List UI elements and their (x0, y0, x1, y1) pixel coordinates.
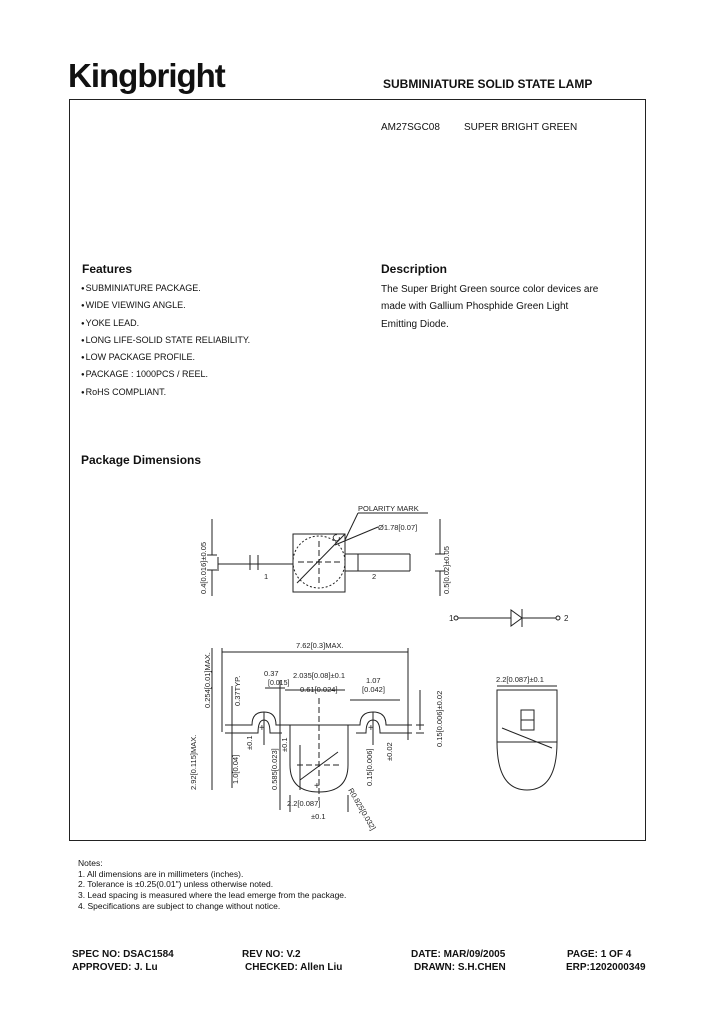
dim-061-label: 0.61[0.024] (300, 685, 338, 694)
page-number: PAGE: 1 OF 4 (567, 949, 632, 960)
document-title: SUBMINIATURE SOLID STATE LAMP (383, 77, 593, 91)
dim-292-label: 2.92[0.115]MAX. (189, 735, 198, 790)
list-item: LOW PACKAGE PROFILE. (81, 352, 250, 369)
list-item: SUBMINIATURE PACKAGE. (81, 283, 250, 300)
dim-pm002-label: ±0.02 (385, 742, 394, 761)
polarity-mark-label: POLARITY MARK (358, 504, 419, 513)
drawn-by: DRAWN: S.H.CHEN (414, 962, 506, 973)
note-item: 4. Specifications are subject to change … (78, 900, 281, 911)
dim-015-right-label: 0.15[0.006]±0.02 (435, 691, 444, 747)
revision-number: REV NO: V.2 (242, 949, 301, 960)
symbol-pin-2-label: 2 (564, 614, 569, 623)
part-number: AM27SGC08 (381, 122, 440, 133)
notes-heading: Notes: (78, 858, 103, 868)
description-line: made with Gallium Phosphide Green Light (381, 301, 569, 313)
pin-2-label: 2 (372, 572, 376, 581)
content-frame (69, 99, 646, 841)
dim-037typ-label: 0.37TYP. (233, 676, 242, 706)
approved-by: APPROVED: J. Lu (72, 962, 158, 973)
features-heading: Features (82, 262, 133, 276)
package-heading: Package Dimensions (81, 453, 202, 467)
svg-text:+: + (368, 723, 374, 734)
svg-text:+: + (314, 781, 320, 792)
brand-logo: Kingbright (68, 57, 226, 94)
dim-037-label: 0.37 (264, 669, 279, 678)
erp-number: ERP:1202000349 (566, 962, 646, 973)
notes-block: Notes: 1. All dimensions are in millimet… (78, 858, 346, 912)
dim-22-bottom-label: 2.2[0.087] (287, 799, 320, 808)
note-item: 2. Tolerance is ±0.25(0.01") unless othe… (78, 879, 274, 890)
features-list: SUBMINIATURE PACKAGE. WIDE VIEWING ANGLE… (81, 283, 251, 404)
list-item: YOKE LEAD. (81, 318, 250, 335)
spec-number: SPEC NO: DSAC1584 (72, 949, 174, 960)
description-line: The Super Bright Green source color devi… (381, 284, 599, 295)
description-heading: Description (381, 262, 448, 276)
dim-0585-label: 0.585[0.023] (270, 748, 279, 790)
list-item: RoHS COMPLIANT. (81, 387, 250, 404)
dim-22-side-label: 2.2[0.087]±0.1 (496, 675, 544, 684)
dim-pm01-b-label: ±0.1 (280, 737, 289, 752)
pin-1-label: 1 (264, 572, 268, 581)
dim-0042-label: [0.042] (362, 685, 385, 694)
dim-107-label: 1.07 (366, 676, 381, 685)
dim-10-label: 1.0[0.04] (231, 755, 240, 784)
dim-015-mid-label: 0.15[0.006] (365, 748, 374, 786)
description-line: Emitting Diode. (381, 318, 449, 330)
note-item: 3. Lead spacing is measured where the le… (78, 890, 347, 901)
lead-width-label: 0.4[0.016]±0.05 (199, 542, 208, 594)
document-date: DATE: MAR/09/2005 (411, 949, 506, 960)
max-length-label: 7.62[0.3]MAX. (296, 641, 344, 650)
list-item: PACKAGE : 1000PCS / REEL. (81, 369, 250, 386)
dim-0254-label: 0.254[0.01]MAX. (203, 652, 212, 708)
part-color: SUPER BRIGHT GREEN (464, 122, 578, 133)
dim-pm01-c-label: ±0.1 (311, 812, 326, 821)
checked-by: CHECKED: Allen Liu (245, 962, 343, 973)
dim-pm01-a-label: ±0.1 (245, 735, 254, 750)
list-item: LONG LIFE-SOLID STATE RELIABILITY. (81, 335, 251, 352)
note-item: 1. All dimensions are in millimeters (in… (78, 868, 244, 879)
svg-text:+: + (259, 723, 265, 734)
dim-r0825-label: R0.825[0.032] (346, 787, 377, 832)
lead-thickness-label: 0.5[0.02]±0.05 (442, 546, 451, 594)
description-text: The Super Bright Green source color devi… (381, 281, 641, 333)
dim-2035-label: 2.035[0.08]±0.1 (293, 671, 345, 680)
list-item: WIDE VIEWING ANGLE. (81, 300, 250, 317)
dim-0015-label: [0.015] (268, 680, 289, 687)
symbol-pin-1-label: 1 (449, 614, 454, 623)
diameter-label: Ø1.78[0.07] (378, 523, 417, 532)
